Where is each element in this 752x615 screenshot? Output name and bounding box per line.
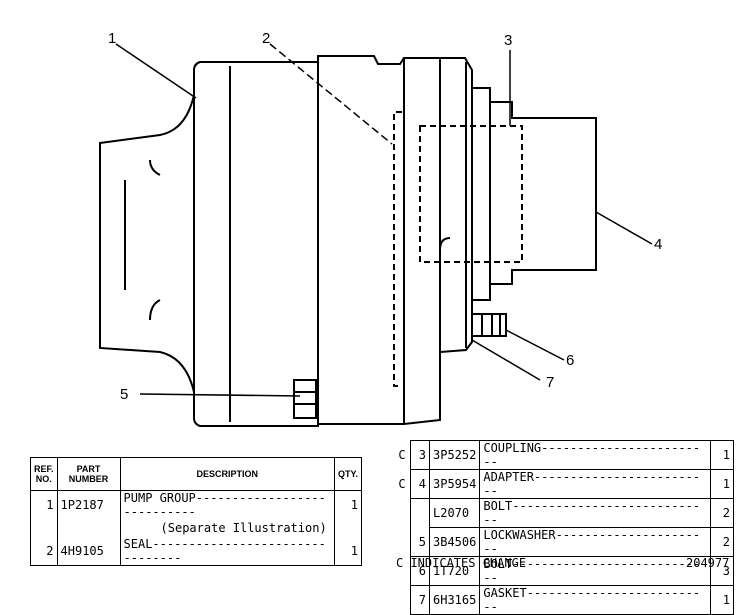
desc-cell: GASKET--------------------------	[479, 585, 711, 615]
change-marker	[394, 498, 411, 528]
change-marker: C	[394, 469, 411, 499]
qty-cell: 1	[333, 490, 363, 519]
table-header-row: REF. NO. PART NUMBER DESCRIPTION QTY.	[30, 457, 363, 491]
qty-cell: 1	[710, 469, 734, 499]
qty-cell: 2	[710, 527, 734, 557]
change-note: C INDICATES CHANGE	[396, 556, 527, 570]
desc-cell: COUPLING------------------------	[479, 440, 711, 470]
desc-cell: (Separate Illustration)	[119, 519, 335, 537]
callout-6: 6	[566, 352, 575, 369]
part-cell: 6H3165	[428, 585, 481, 615]
table-row: 5 3B4506 LOCKWASHER---------------------…	[394, 527, 734, 557]
part-cell: 3P5954	[428, 469, 481, 499]
part-cell: 3P5252	[428, 440, 481, 470]
qty-cell: 1	[710, 440, 734, 470]
table-row: (Separate Illustration)	[30, 519, 363, 537]
callout-5: 5	[120, 386, 129, 403]
desc-cell: BOLT----------------------------	[479, 498, 711, 528]
table-row: L2070 BOLT---------------------------- 2	[394, 498, 734, 528]
pump-group-body	[99, 61, 319, 427]
leader-lines	[115, 43, 653, 397]
ref-cell: 2	[30, 537, 58, 566]
ref-cell: 1	[30, 490, 58, 519]
desc-cell: PUMP GROUP----------------------------	[119, 490, 335, 519]
coupling-adapter	[419, 87, 597, 301]
callout-7: 7	[546, 374, 555, 391]
desc-cell: LOCKWASHER----------------------	[479, 527, 711, 557]
parts-table-left: REF. NO. PART NUMBER DESCRIPTION QTY. 1 …	[30, 457, 363, 566]
qty-cell	[333, 519, 363, 537]
ref-cell: 3	[410, 440, 430, 470]
ref-cell: 4	[410, 469, 430, 499]
bolt-5	[293, 379, 317, 419]
header-qty: QTY.	[333, 457, 363, 491]
ref-cell: 5	[410, 527, 430, 557]
part-cell: 4H9105	[56, 537, 121, 566]
adapter-housing	[317, 55, 473, 425]
header-ref-no: REF. NO.	[30, 457, 58, 491]
qty-cell: 2	[710, 498, 734, 528]
desc-cell: ADAPTER-------------------------	[479, 469, 711, 499]
header-description: DESCRIPTION	[119, 457, 335, 491]
change-marker	[394, 527, 411, 557]
ref-cell	[410, 498, 430, 528]
table-row: 7 6H3165 GASKET-------------------------…	[394, 585, 734, 615]
table-row: 2 4H9105 SEAL---------------------------…	[30, 537, 363, 566]
part-cell: 1P2187	[56, 490, 121, 519]
table-row: C 4 3P5954 ADAPTER----------------------…	[394, 469, 734, 499]
part-cell: 3B4506	[428, 527, 481, 557]
parts-table-right: C 3 3P5252 COUPLING---------------------…	[394, 440, 734, 615]
callout-3: 3	[504, 32, 513, 49]
table-row: 1 1P2187 PUMP GROUP---------------------…	[30, 490, 363, 519]
callout-2: 2	[262, 30, 271, 47]
header-part-number: PART NUMBER	[56, 457, 121, 491]
change-marker	[394, 585, 411, 615]
callout-4: 4	[654, 236, 663, 253]
bolt-6	[471, 313, 507, 337]
ref-cell	[30, 519, 58, 537]
desc-cell: SEAL--------------------------------	[119, 537, 335, 566]
figure-number: 204977	[686, 556, 730, 570]
part-cell: L2070	[428, 498, 481, 528]
part-cell	[56, 519, 121, 537]
callout-1: 1	[108, 30, 117, 47]
qty-cell: 1	[333, 537, 363, 566]
ref-cell: 7	[410, 585, 430, 615]
change-marker: C	[394, 440, 411, 470]
pump-assembly-drawing	[99, 43, 653, 427]
table-row: C 3 3P5252 COUPLING---------------------…	[394, 440, 734, 470]
qty-cell: 1	[710, 585, 734, 615]
